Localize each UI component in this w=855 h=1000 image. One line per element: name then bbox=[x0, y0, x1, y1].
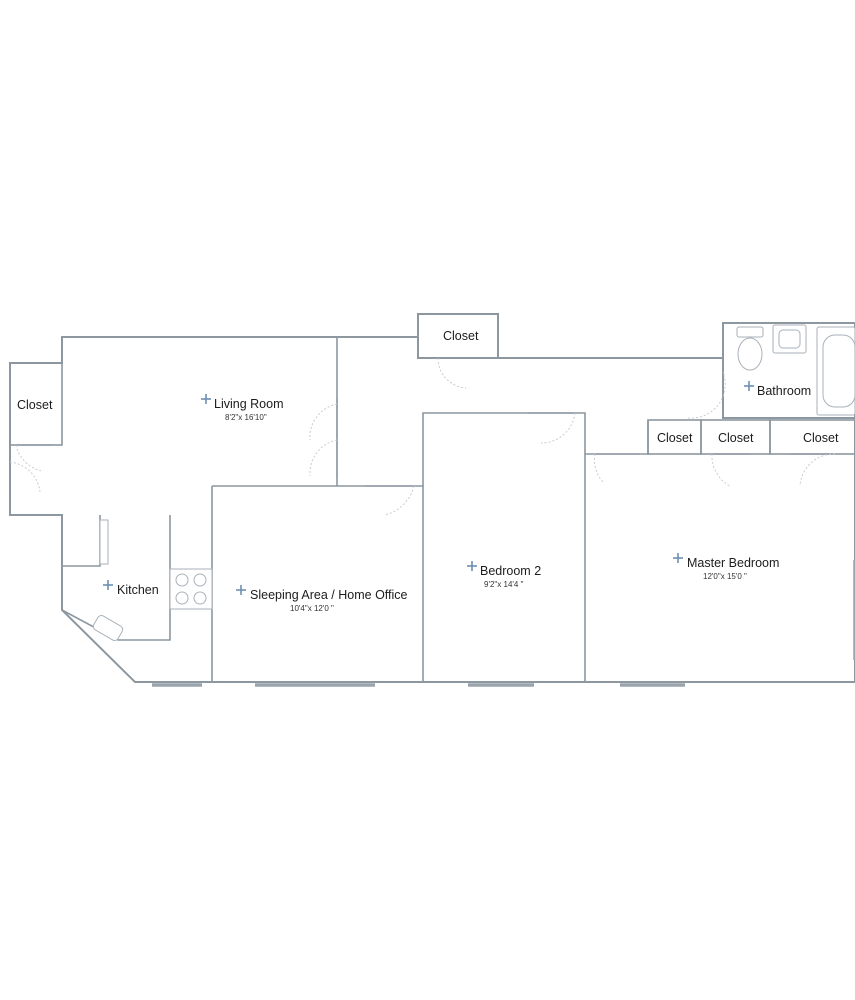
closet-top-wall bbox=[417, 313, 499, 359]
refrigerator bbox=[99, 519, 109, 565]
sleeping-area-dims: 10'4"x 12'0 " bbox=[290, 604, 334, 613]
room-labels: Closet Living Room 8'2"x 16'10" Closet B… bbox=[17, 329, 839, 613]
door-swing bbox=[687, 371, 726, 419]
door-swing bbox=[309, 439, 338, 477]
closet-left-label: Closet bbox=[17, 398, 53, 412]
doors bbox=[9, 357, 836, 516]
bedroom2-dims: 9'2"x 14'4 " bbox=[484, 580, 524, 589]
walls bbox=[9, 313, 855, 683]
door-swing bbox=[799, 453, 836, 487]
master-bedroom-label: Master Bedroom bbox=[687, 556, 779, 570]
stove bbox=[169, 568, 213, 610]
stove-burner bbox=[175, 591, 189, 605]
bathtub-basin bbox=[822, 334, 855, 408]
toilet-tank bbox=[736, 326, 764, 338]
kitchen-sink bbox=[92, 615, 124, 641]
door-swing bbox=[437, 357, 467, 389]
bathroom-label: Bathroom bbox=[757, 384, 811, 398]
stove-burner bbox=[193, 573, 207, 587]
door-swing bbox=[384, 485, 415, 516]
door-swing bbox=[540, 412, 576, 444]
stove-burner bbox=[193, 591, 207, 605]
closet-hall-2-label: Closet bbox=[718, 431, 754, 445]
windows bbox=[152, 560, 855, 687]
closet-top-label: Closet bbox=[443, 329, 479, 343]
living-room-dims: 8'2"x 16'10" bbox=[225, 413, 267, 422]
sleeping-area-label: Sleeping Area / Home Office bbox=[250, 588, 408, 602]
stove-burner bbox=[175, 573, 189, 587]
master-bedroom-dims: 12'0"x 15'0 " bbox=[703, 572, 747, 581]
closet-hall-1-label: Closet bbox=[657, 431, 693, 445]
door-swing bbox=[9, 461, 41, 493]
living-room-label: Living Room bbox=[214, 397, 283, 411]
door-swing bbox=[309, 403, 338, 441]
bedroom2-label: Bedroom 2 bbox=[480, 564, 541, 578]
closet-hall-3-label: Closet bbox=[803, 431, 839, 445]
bathroom-sink-basin bbox=[778, 329, 801, 349]
kitchen-label: Kitchen bbox=[117, 583, 159, 597]
bedroom2-wall bbox=[422, 412, 586, 682]
fixtures bbox=[92, 324, 855, 641]
toilet-bowl bbox=[737, 337, 763, 371]
